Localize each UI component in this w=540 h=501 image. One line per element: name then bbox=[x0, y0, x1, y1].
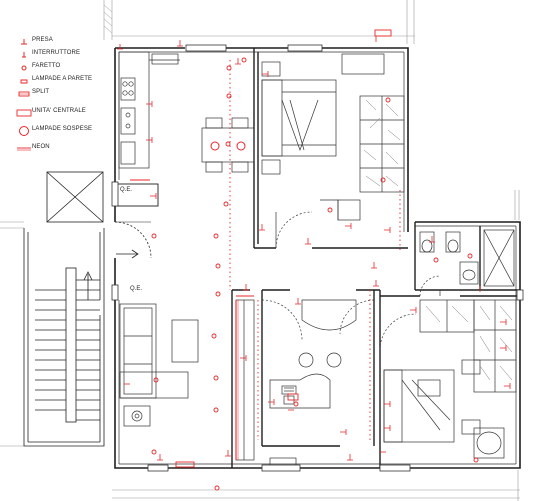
electrical-layout bbox=[130, 29, 401, 468]
study-furniture bbox=[261, 299, 375, 469]
socket-icon bbox=[21, 39, 27, 45]
legend-item-faretto: FARETTO bbox=[16, 62, 126, 74]
wall-inner-lines bbox=[118, 51, 517, 465]
legend-item-lampade-sospese: LAMPADE SOSPESE bbox=[16, 125, 126, 137]
legend-label: NEON bbox=[32, 144, 50, 150]
wall-lamp-icon bbox=[20, 79, 28, 84]
split-ac-icon bbox=[18, 91, 30, 97]
legend-item-neon: NEON bbox=[16, 143, 126, 155]
bedroom-1-furniture bbox=[261, 53, 405, 249]
kitchen-counter bbox=[118, 51, 180, 169]
living-room-furniture bbox=[119, 299, 255, 461]
windows bbox=[111, 44, 524, 472]
neon-icon bbox=[17, 147, 31, 151]
legend-item-presa: PRESA bbox=[16, 36, 126, 48]
electrical-panel-label-entrance: Q.E. bbox=[130, 286, 143, 292]
surrounding-building bbox=[0, 0, 520, 501]
entrance-arrow-icon bbox=[114, 221, 152, 259]
legend-label: SPLIT bbox=[32, 89, 50, 95]
dining-table bbox=[201, 117, 255, 173]
legend-item-split: SPLIT bbox=[16, 88, 126, 100]
socket-switch-marks bbox=[117, 36, 511, 461]
spotlight-icon bbox=[21, 65, 27, 71]
bathroom-fixtures bbox=[419, 229, 515, 297]
electrical-panel-label: Q.E. bbox=[120, 187, 133, 193]
switch-icon bbox=[22, 52, 26, 58]
legend-item-lampade-a-parete: LAMPADE A PARETE bbox=[16, 75, 126, 87]
legend-item-interruttore: INTERRUTTORE bbox=[16, 49, 126, 61]
legend-label: LAMPADE SOSPESE bbox=[32, 126, 93, 132]
legend-label: UNITA' CENTRALE bbox=[32, 108, 86, 114]
pendant-lamp-marks bbox=[210, 141, 246, 151]
pendant-lamp-icon bbox=[19, 126, 29, 136]
legend-label: PRESA bbox=[32, 37, 53, 43]
exterior-walls bbox=[114, 47, 521, 469]
spotlight-marks bbox=[151, 57, 479, 491]
legend-item-unita-centrale: UNITA' CENTRALE bbox=[16, 107, 126, 119]
legend-label: FARETTO bbox=[32, 63, 61, 69]
legend-label: LAMPADE A PARETE bbox=[32, 76, 93, 82]
bedroom-2-furniture bbox=[379, 299, 517, 459]
legend-label: INTERRUTTORE bbox=[32, 50, 81, 56]
stairwell bbox=[23, 171, 105, 447]
central-unit-icon bbox=[16, 109, 32, 117]
interior-walls bbox=[115, 48, 520, 468]
